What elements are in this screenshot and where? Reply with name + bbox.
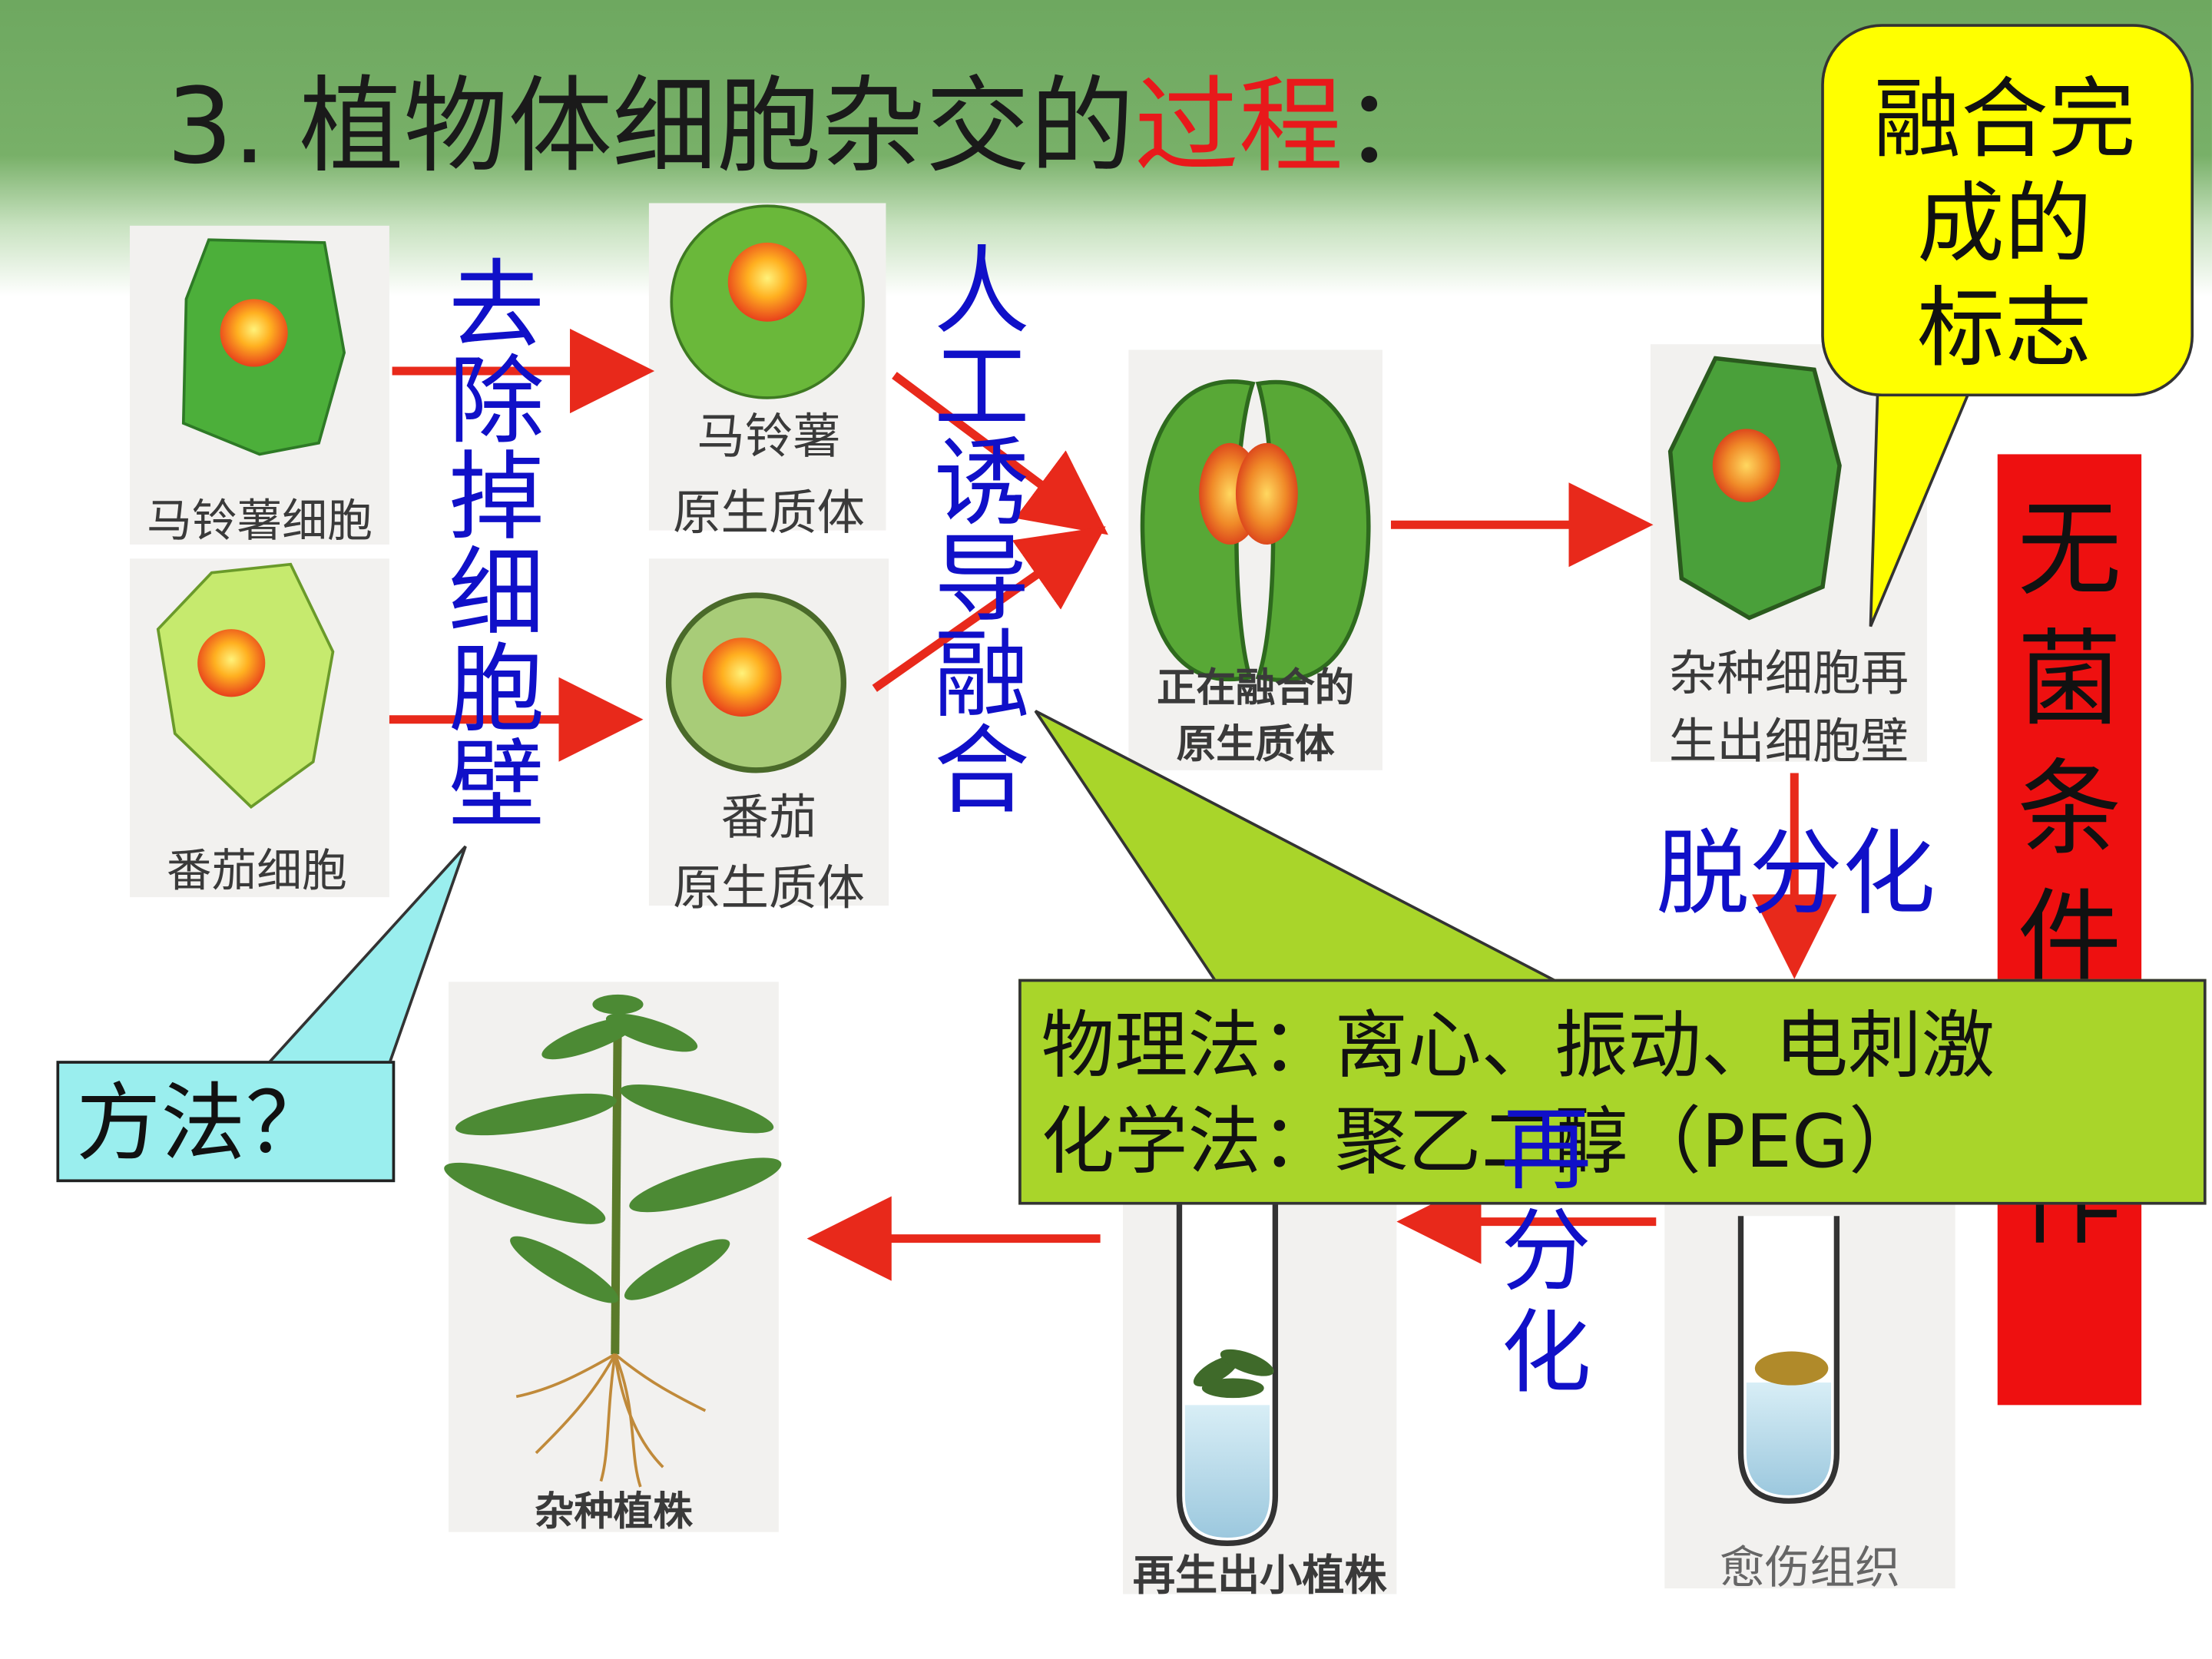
potato-protoplast-caption-1: 马铃薯 [697,409,841,466]
physical-method-text: 物理法：离心、振动、电刺激 [1041,1004,1995,1089]
fusion-complete-line-1: 融合完 [1873,68,2136,171]
hybrid-cell-caption-1: 杂种细胞再 [1668,646,1909,703]
tomato-cell-icon [156,562,335,809]
tomato-protoplast-icon [665,592,847,773]
potato-cell-caption: 马铃薯细胞 [146,493,373,548]
tomato-cell-caption: 番茄细胞 [166,843,347,898]
callus-caption: 愈伤组织 [1719,1540,1901,1594]
fusion-complete-line-3: 标志 [1917,276,2092,380]
plantlet-caption: 再生出小植株 [1132,1551,1387,1601]
potato-cell-icon [181,238,346,456]
slide-title: 3. 植物体细胞杂交的过程： [167,68,1448,186]
fusing-protoplast-caption-2: 原生质体 [1176,720,1335,768]
fusion-methods-callout: 物理法：离心、振动、电刺激 化学法：聚乙二醇（PEG） [1018,979,2207,1205]
process-arrows [389,328,1837,1281]
remove-cell-wall-label: 去除掉细胞壁 [449,250,545,843]
fusion-complete-line-2: 成的 [1917,172,2092,276]
arrow-potato-fusion [892,372,1108,535]
title-text: 3. 植物体细胞杂交的 [166,66,1134,188]
method-question-text: 方法？ [76,1075,330,1174]
chemical-method-text: 化学法：聚乙二醇（PEG） [1041,1100,1922,1185]
method-question-callout: 方法？ [56,1061,396,1183]
induce-fusion-label: 人工诱导融合 [933,237,1030,829]
hybrid-cell-icon [1667,356,1842,621]
hybrid-plant-icon [444,994,782,1488]
fusing-protoplast-caption-1: 正在融合的 [1157,664,1355,711]
fusing-protoplast-icon [1140,379,1371,683]
dedifferentiation-label: 脱分化 [1656,820,1936,929]
fusion-callout-bubble [1821,24,2194,397]
arrow-tomato-fusion [872,526,1106,692]
tomato-protoplast-caption-1: 番茄 [720,790,817,847]
title-suffix: ： [1343,66,1448,188]
redifferentiation-label: 再分化 [1501,1098,1591,1407]
callus-tube-icon [1737,1216,1840,1504]
hybrid-cell-caption-2: 生出细胞壁 [1668,714,1909,770]
fusion-callout-tail-joint [1876,333,1989,350]
title-highlight: 过程 [1134,66,1343,188]
hybrid-plant-caption: 杂种植株 [535,1488,693,1535]
plantlet-tube-icon [1176,1196,1279,1547]
potato-protoplast-caption-2: 原生质体 [673,485,865,542]
fusion-complete-callout-text: 融合完 成的 标志 [1828,68,2181,381]
sterile-conditions-box: 无菌条件操作 [1997,454,2142,1406]
tomato-protoplast-caption-2: 原生质体 [673,860,865,917]
potato-protoplast-icon [670,204,865,399]
